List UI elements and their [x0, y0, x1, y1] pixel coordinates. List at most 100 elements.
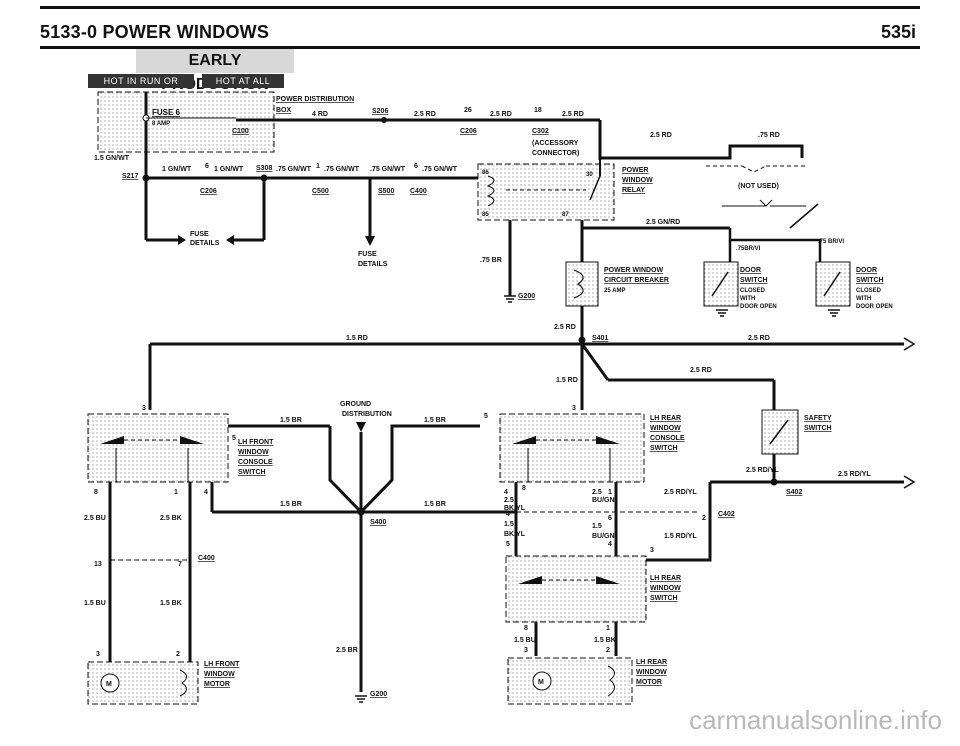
wire-label: 1.5 RD — [556, 377, 578, 384]
ground-dist-label: DISTRIBUTION — [342, 411, 392, 418]
wire-label: 1.5 — [504, 521, 514, 528]
header-bottom-rule — [40, 46, 920, 49]
wire-label: 1.5 RD — [346, 335, 368, 342]
pin-label: 1 — [608, 489, 612, 496]
lh-rear-console-switch — [499, 413, 645, 483]
wire-label: 2.5 RD — [562, 111, 584, 118]
wire-label: 1.5 BR — [424, 501, 446, 508]
connector-label: C206 — [200, 188, 217, 195]
connector-label: C402 — [718, 511, 735, 518]
pin-label: 6 — [205, 163, 209, 170]
splice-label: S400 — [370, 519, 386, 526]
wire-label: BK/YL — [504, 531, 526, 538]
pin-label: 1 — [174, 489, 178, 496]
pin-label: 4 — [204, 489, 208, 496]
pin-label: 1 — [316, 163, 320, 170]
wire-label: 1.5 BK — [160, 600, 182, 607]
wire-label: 1.5 BU — [84, 600, 106, 607]
pin-label: 2 — [606, 647, 610, 654]
header-top-rule — [40, 6, 920, 9]
relay-label: RELAY — [622, 187, 645, 194]
wire-label: .75 GN/WT — [276, 166, 312, 173]
lh-rear-window-motor — [507, 657, 633, 705]
fuse-label: FUSE 6 — [152, 108, 181, 117]
pin-label: 26 — [464, 107, 472, 114]
wire-label: 1.5 BR — [280, 501, 302, 508]
pin-label: 7 — [178, 561, 182, 568]
connector-label: C400 — [410, 188, 427, 195]
splice-label: S500 — [378, 188, 394, 195]
wire-label: 2.5 — [592, 489, 602, 496]
wire-label: 2.5 BU — [84, 515, 106, 522]
splice-s401 — [578, 336, 586, 344]
splice-s206 — [381, 117, 387, 123]
pin-label: 3 — [524, 647, 528, 654]
pin-label: 4 — [608, 541, 612, 548]
model-label: 535i — [880, 22, 916, 42]
pin-label: 8 — [522, 485, 526, 492]
ground-distribution: GROUND DISTRIBUTION — [328, 401, 480, 703]
wire-label: .75 GN/WT — [370, 166, 406, 173]
pin-label: 87 — [562, 212, 569, 218]
ground-label: G200 — [370, 691, 387, 698]
breaker-rating: 25 AMP — [604, 288, 625, 294]
switch-label: WINDOW — [650, 585, 681, 592]
switch-label: CONSOLE — [238, 459, 273, 466]
safety-switch — [761, 409, 799, 455]
wire-label: 1.5 BK — [594, 637, 616, 644]
wire-label: 2.5 RD — [490, 111, 512, 118]
page-title: 5133-0 POWER WINDOWS — [40, 22, 270, 42]
door-switch-label: DOOR — [740, 267, 761, 274]
splice-label: S217 — [122, 173, 138, 180]
door-switch-label: SWITCH — [740, 277, 768, 284]
wire-label: 2.5 RD — [554, 324, 576, 331]
lh-front-window-motor — [87, 661, 199, 705]
pin-label: 6 — [414, 163, 418, 170]
wire-label: 4 RD — [312, 111, 328, 118]
wire-label: 2.5 RD — [414, 111, 436, 118]
pin-label: 2 — [176, 651, 180, 658]
not-used-note: (NOT USED) — [738, 183, 779, 190]
ground-icon — [504, 295, 516, 303]
pin-label: 2 — [702, 515, 706, 522]
wire-label: 2.5 BK — [160, 515, 182, 522]
connector-label: C500 — [312, 188, 329, 195]
wire-label: .75 BR — [480, 257, 502, 264]
fuse-details-label: DETAILS — [190, 240, 220, 247]
fuse-rating: 8 AMP — [152, 121, 170, 127]
door-switch-label: WITH — [856, 296, 871, 302]
wire-label: .75 GN/WT — [422, 166, 458, 173]
door-switch-label: CLOSED — [856, 288, 882, 294]
wire-label: 1 GN/WT — [162, 166, 192, 173]
ground-label: G200 — [518, 293, 535, 300]
switch-label: SWITCH — [650, 445, 678, 452]
door-switch-label: DOOR OPEN — [740, 304, 777, 310]
label-connector: CONNECTOR) — [532, 150, 579, 157]
wire-label: 2.5 RD — [650, 132, 672, 139]
door-switch-left — [703, 261, 739, 317]
door-switch-label: DOOR — [856, 267, 877, 274]
wire-label: 2.5 RD/YL — [746, 467, 779, 474]
door-switch-label: SWITCH — [856, 277, 884, 284]
relay-label: WINDOW — [622, 177, 653, 184]
pin-label: 8 — [524, 625, 528, 632]
fuse-box: FUSE 6 8 AMP C100 POWER DISTRIBUTION BOX — [97, 91, 354, 164]
door-switch-label: WITH — [740, 296, 755, 302]
relay-label: POWER — [622, 167, 648, 174]
motor-symbol: M — [538, 679, 544, 686]
wire-label: 2.5 GN/RD — [646, 219, 680, 226]
wire-label: .75 BR/VI — [818, 239, 844, 245]
safety-switch-label: SWITCH — [804, 425, 832, 432]
splice-label: S308 — [256, 165, 272, 172]
wire-label: BU/GN — [592, 533, 615, 540]
pin-label: 18 — [534, 107, 542, 114]
wire-label: 2.5 BR — [336, 647, 358, 654]
wire-label: 1 GN/WT — [214, 166, 244, 173]
pdb-label-2: BOX — [276, 107, 292, 114]
switch-label: LH REAR — [650, 415, 681, 422]
wire-label: BK/YL — [504, 505, 526, 512]
pin-label: 85 — [482, 212, 489, 218]
switch-label: WINDOW — [238, 449, 269, 456]
splice-label: S401 — [592, 335, 608, 342]
pin-label: 3 — [142, 405, 146, 412]
